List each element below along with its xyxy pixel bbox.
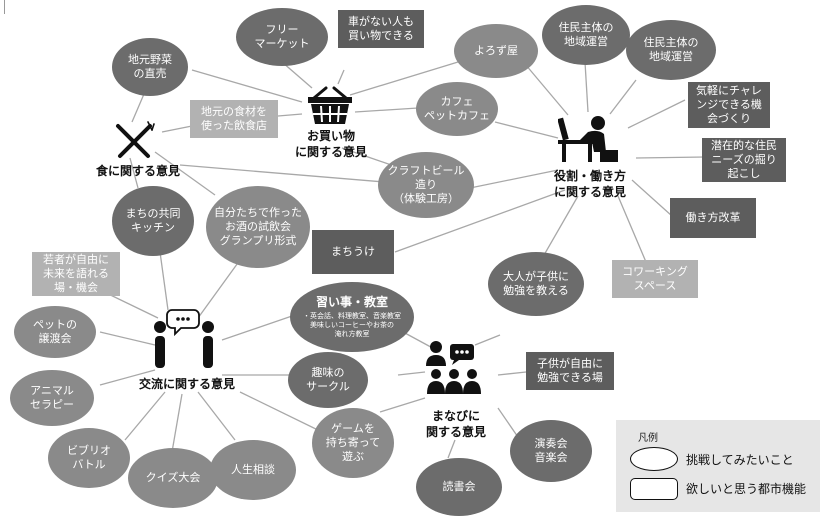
hub-label-exchange: 交流に関する意見 xyxy=(138,377,235,391)
connector xyxy=(179,164,385,183)
connector xyxy=(497,371,527,376)
connector xyxy=(197,391,236,441)
legend-rect-label: 欲しいと思う都市機能 xyxy=(686,482,807,496)
node-local-food-restaurant: 地元の食材を 使った飲食店 xyxy=(190,100,278,138)
node-study-place: 子供が自由に 勉強できる場 xyxy=(526,352,614,390)
node-hobby-circle: 趣味の サークル xyxy=(288,352,368,408)
connector xyxy=(631,179,673,217)
connector xyxy=(124,391,166,441)
connector xyxy=(349,61,459,96)
worker-at-desk-icon xyxy=(558,116,618,162)
node-pet-transfer: ペットの 譲渡会 xyxy=(14,306,96,358)
connector xyxy=(627,99,686,129)
node-local-veg: 地元野菜 の直売 xyxy=(112,38,188,96)
node-yorozuya: よろず屋 xyxy=(454,24,538,78)
node-no-car-shopping: 車がない人も 買い物できる xyxy=(338,10,424,48)
node-machiuke: まちうけ xyxy=(312,230,394,274)
node-reading: 読書会 xyxy=(416,458,502,516)
connector xyxy=(197,259,241,319)
node-work-reform: 働き方改革 xyxy=(670,198,756,238)
node-sake-contest: 自分たちで作った お酒の試飲会 グランプリ形式 xyxy=(206,186,310,268)
hub-label-shopping: お買い物 に関する意見 xyxy=(294,129,367,159)
node-free-market: フリー マーケット xyxy=(236,8,328,66)
node-life-advice: 人生相談 xyxy=(210,440,296,500)
connector xyxy=(609,79,637,115)
node-cafe: カフェ ペットカフェ xyxy=(416,82,498,136)
lessons-title: 習い事・教室 xyxy=(315,295,388,309)
lessons-detail: ・英会話、料理教室、音楽教室 美味しいコーヒーやお茶の 淹れ方教室 xyxy=(303,312,401,338)
node-concert: 演奏会 音楽会 xyxy=(510,420,592,482)
connector xyxy=(337,69,345,85)
connector xyxy=(99,369,156,386)
connector xyxy=(161,125,193,133)
node-youth-forum: 若者が自由に 未来を語れる 場・機会 xyxy=(32,252,120,296)
connector xyxy=(191,69,303,103)
people-talking-icon xyxy=(154,309,214,368)
legend: 凡例 挑戦してみたいこと 欲しいと思う都市機能 xyxy=(616,420,820,512)
node-lessons: 習い事・教室 ・英会話、料理教室、音楽教室 美味しいコーヒーやお茶の 淹れ方教室 xyxy=(290,282,414,352)
connector xyxy=(474,334,501,346)
legend-oval-label: 挑戦してみたいこと xyxy=(686,453,794,467)
node-latent-needs: 潜在的な住民 ニーズの掘り 起こし xyxy=(702,138,786,182)
node-coworking: コワーキング スペース xyxy=(612,260,698,298)
connector xyxy=(447,439,456,459)
connector xyxy=(159,251,169,311)
connector xyxy=(354,107,419,113)
node-quiz: クイズ大会 xyxy=(128,448,218,508)
connector xyxy=(239,391,323,433)
connector xyxy=(129,157,139,189)
node-animal-therapy: アニマル セラピー xyxy=(10,370,94,426)
node-craft-beer: クラフトビール 造り （体験工房） xyxy=(378,152,474,218)
fork-knife-icon xyxy=(116,121,155,158)
node-game-play: ゲームを 持ち寄って 遊ぶ xyxy=(312,408,394,478)
node-adults-teach: 大人が子供に 勉強を教える xyxy=(488,252,584,316)
connector xyxy=(277,113,303,117)
connector xyxy=(584,61,589,113)
connector xyxy=(394,189,566,253)
hub-label-roles: 役割・働き方 に関する意見 xyxy=(553,169,626,199)
hub-label-learning: まなびに 関する意見 xyxy=(425,409,486,439)
connector xyxy=(171,393,183,453)
edge-rule xyxy=(4,0,5,14)
legend-rect-swatch xyxy=(630,478,678,500)
node-resident-op-2: 住民主体の 地域運営 xyxy=(626,20,716,80)
connector xyxy=(397,371,426,376)
connector xyxy=(469,169,559,189)
connector xyxy=(99,331,156,346)
node-challenge: 気軽にチャレ ンジできる機 会づくり xyxy=(688,82,770,128)
connector xyxy=(281,61,313,89)
connector xyxy=(494,121,559,139)
legend-oval-swatch xyxy=(630,447,678,471)
connector xyxy=(617,195,647,263)
node-bibliobattle: ビブリオ バトル xyxy=(48,428,130,488)
classroom-icon xyxy=(426,341,481,394)
node-resident-op-1: 住民主体の 地域運営 xyxy=(542,5,630,65)
connector xyxy=(379,397,426,413)
hub-label-food: 食に関する意見 xyxy=(95,164,180,178)
node-shared-kitchen: まちの共同 キッチン xyxy=(112,186,194,256)
shopping-basket-icon xyxy=(308,86,352,124)
connector xyxy=(539,195,579,263)
legend-title: 凡例 xyxy=(638,433,658,444)
connector xyxy=(635,156,706,159)
connector xyxy=(221,315,293,341)
connector xyxy=(154,151,216,196)
